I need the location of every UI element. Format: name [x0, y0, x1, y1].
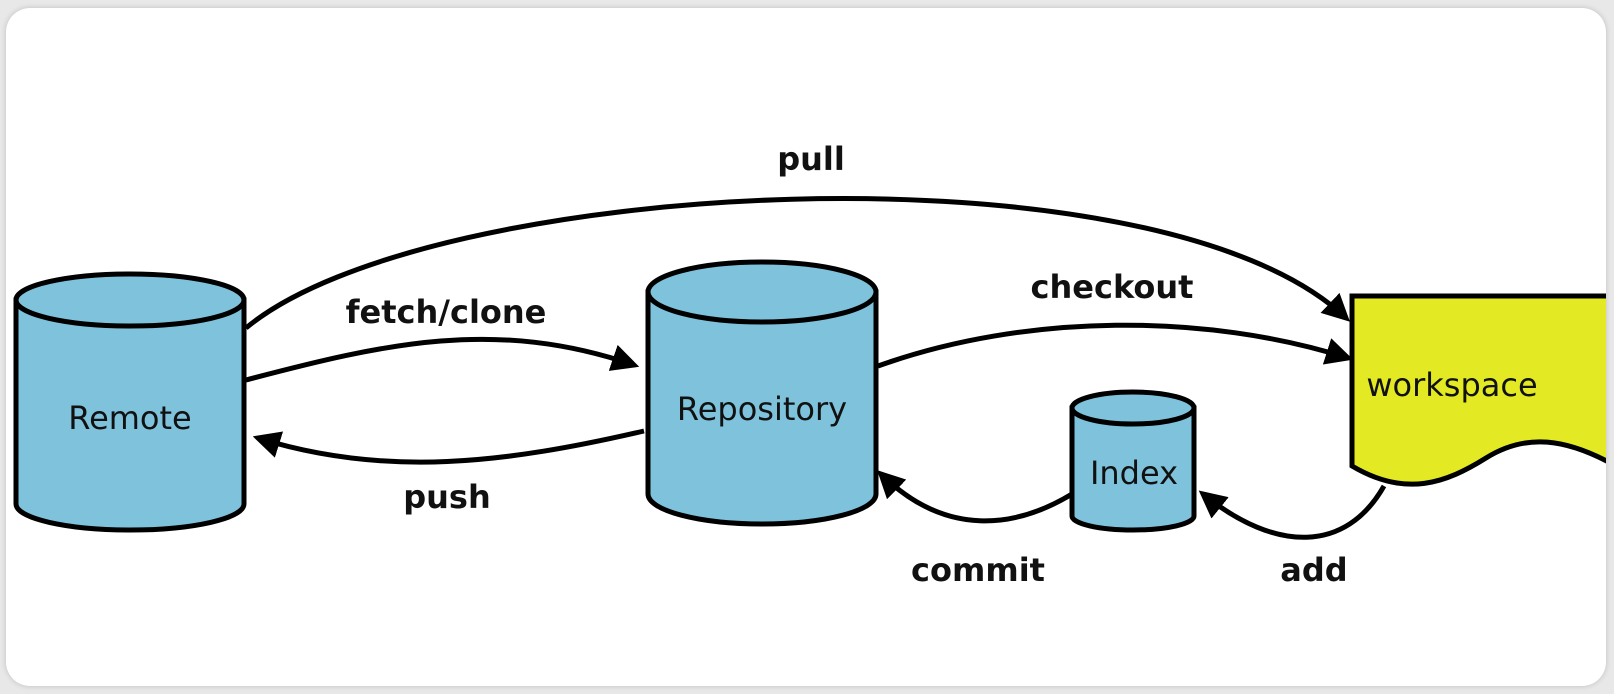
node-index: Index	[1069, 389, 1197, 533]
remote-cylinder-body	[13, 297, 247, 533]
edge-label-pull: pull	[777, 140, 845, 178]
edge-pull	[244, 196, 1351, 330]
edge-label-checkout: checkout	[1031, 268, 1194, 306]
edge-push	[252, 428, 645, 465]
remote-cylinder-top	[13, 271, 247, 329]
repository-cylinder-body	[645, 289, 879, 527]
node-workspace: workspace	[1349, 293, 1606, 487]
edge-label-fetch-clone: fetch/clone	[346, 293, 547, 331]
edge-commit	[877, 470, 1074, 524]
node-label-index: Index	[1090, 454, 1178, 492]
edge-checkout	[877, 322, 1354, 369]
index-cylinder-body	[1069, 405, 1197, 533]
node-remote: Remote	[13, 271, 247, 533]
workspace-document-shape	[1349, 293, 1606, 487]
git-workflow-diagram: Remote Repository Index workspace pull f…	[13, 140, 1606, 589]
edge-label-push: push	[403, 478, 491, 516]
node-label-remote: Remote	[68, 399, 191, 437]
node-label-repository: Repository	[677, 390, 847, 428]
edge-label-commit: commit	[911, 551, 1045, 589]
edge-fetch-clone	[245, 336, 640, 383]
diagram-card: Remote Repository Index workspace pull f…	[6, 8, 1606, 686]
index-cylinder-top	[1069, 389, 1197, 427]
repository-cylinder-top	[645, 259, 879, 325]
node-repository: Repository	[645, 259, 879, 527]
edge-label-add: add	[1280, 551, 1347, 589]
node-label-workspace: workspace	[1366, 366, 1537, 404]
edge-add	[1198, 484, 1387, 540]
